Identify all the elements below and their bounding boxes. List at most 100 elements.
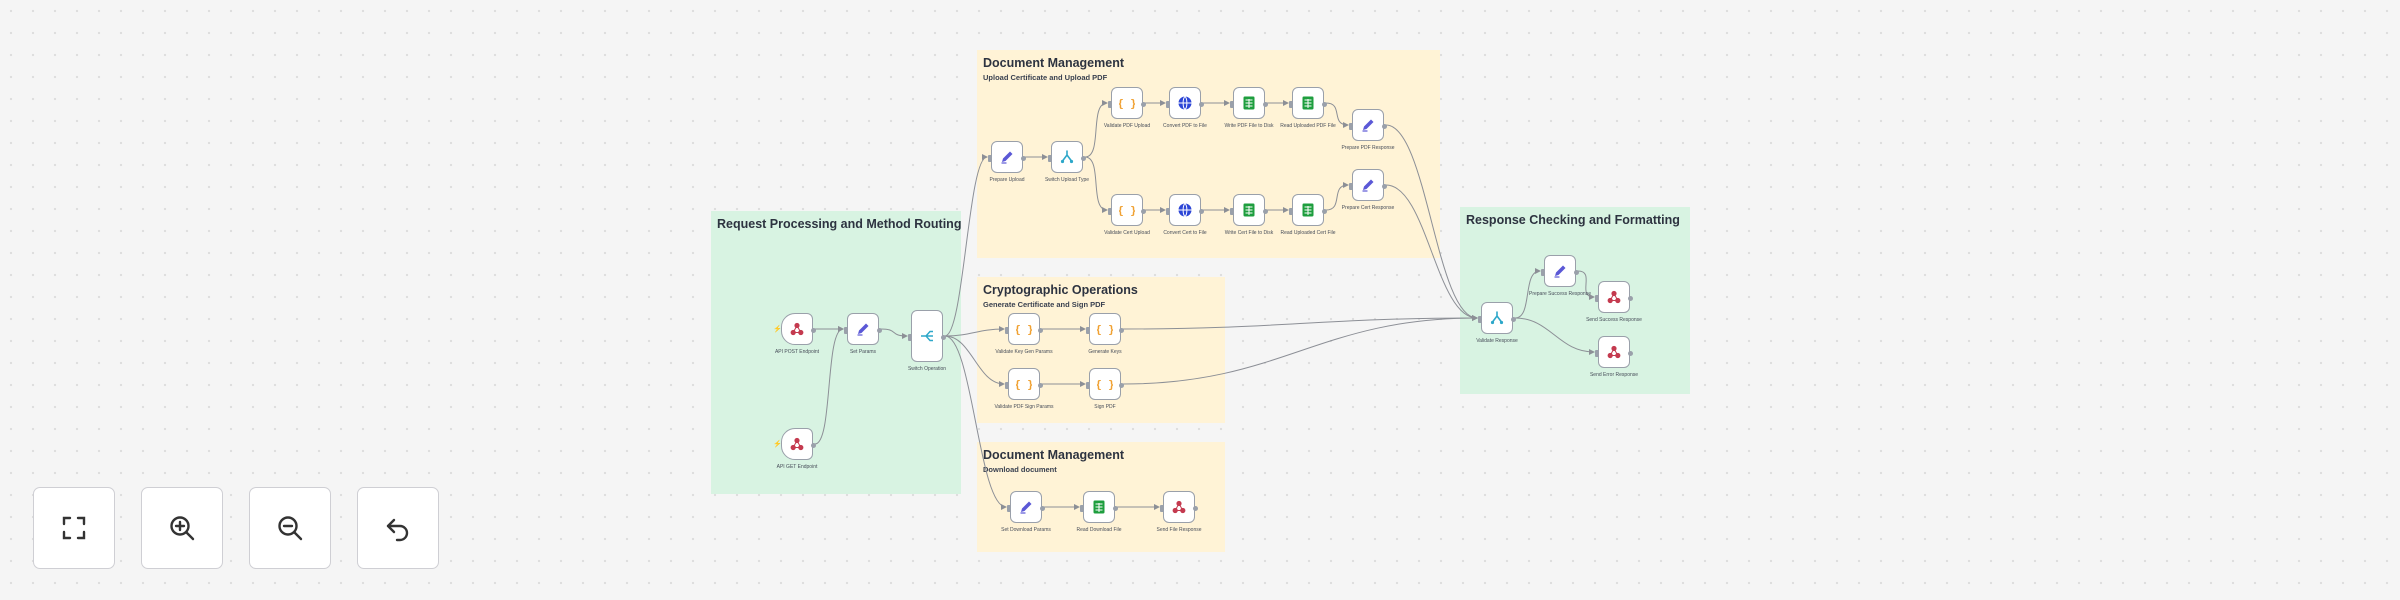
- input-port[interactable]: [1166, 100, 1170, 108]
- output-port[interactable]: [1263, 101, 1268, 107]
- input-port[interactable]: [1289, 100, 1293, 108]
- connection-switch-to-val-sign-params[interactable]: [944, 335, 1005, 387]
- output-port[interactable]: [1081, 155, 1086, 161]
- connection-read-cert-to-set-cert-resp[interactable]: [1325, 182, 1349, 211]
- node-val-sign-params[interactable]: { }: [1005, 368, 1043, 400]
- input-port[interactable]: [1007, 504, 1011, 512]
- output-port[interactable]: [1141, 208, 1146, 214]
- output-port[interactable]: [1263, 208, 1268, 214]
- input-port[interactable]: [1108, 100, 1112, 108]
- connection-switch-to-prep-upload[interactable]: [944, 154, 988, 337]
- connection-gen-keys-to-validate-resp[interactable]: [1122, 315, 1478, 330]
- output-port[interactable]: [1199, 101, 1204, 107]
- node-conv-cert[interactable]: [1166, 194, 1204, 226]
- node-resp-file[interactable]: [1160, 491, 1198, 523]
- input-port[interactable]: [1289, 207, 1293, 215]
- input-port[interactable]: [844, 326, 848, 334]
- connection-switch-to-val-key-params[interactable]: [944, 326, 1005, 337]
- node-read-dl[interactable]: [1080, 491, 1118, 523]
- output-port[interactable]: [1021, 155, 1026, 161]
- output-port[interactable]: [1628, 295, 1633, 301]
- node-set-pdf-resp[interactable]: [1349, 109, 1387, 141]
- node-sign-pdf[interactable]: { }: [1086, 368, 1124, 400]
- input-port[interactable]: [908, 333, 912, 341]
- output-port[interactable]: [1193, 505, 1198, 511]
- node-read-cert[interactable]: [1289, 194, 1327, 226]
- node-prep-upload[interactable]: [988, 141, 1026, 173]
- node-success[interactable]: [1595, 281, 1633, 313]
- connection-validate-resp-to-error[interactable]: [1514, 317, 1595, 355]
- output-port[interactable]: [1628, 350, 1633, 356]
- node-error[interactable]: [1595, 336, 1633, 368]
- node-read-pdf[interactable]: [1289, 87, 1327, 119]
- input-port[interactable]: [1005, 381, 1009, 389]
- node-switch[interactable]: [908, 310, 946, 362]
- node-write-cert[interactable]: [1230, 194, 1268, 226]
- zoom-out-button[interactable]: [249, 487, 331, 569]
- connection-sign-pdf-to-validate-resp[interactable]: [1122, 315, 1478, 385]
- output-port[interactable]: [1322, 101, 1327, 107]
- output-port[interactable]: [1322, 208, 1327, 214]
- node-val-cert-up[interactable]: { }: [1108, 194, 1146, 226]
- node-set-dl[interactable]: [1007, 491, 1045, 523]
- output-port[interactable]: [1119, 382, 1124, 388]
- node-write-pdf[interactable]: [1230, 87, 1268, 119]
- node-conv-pdf[interactable]: [1166, 87, 1204, 119]
- input-port[interactable]: [1005, 326, 1009, 334]
- connection-read-pdf-to-set-pdf-resp[interactable]: [1325, 102, 1349, 128]
- connection-switch-upload-to-val-pdf-up[interactable]: [1084, 100, 1108, 158]
- input-port[interactable]: [1230, 207, 1234, 215]
- output-port[interactable]: [1038, 327, 1043, 333]
- input-port[interactable]: [1080, 504, 1084, 512]
- input-port[interactable]: [1595, 294, 1599, 302]
- node-set-params[interactable]: [844, 313, 882, 345]
- input-port[interactable]: [1595, 349, 1599, 357]
- output-port[interactable]: [1119, 327, 1124, 333]
- node-val-key-params[interactable]: { }: [1005, 313, 1043, 345]
- output-port[interactable]: [1511, 316, 1516, 322]
- node-set-cert-resp[interactable]: [1349, 169, 1387, 201]
- node-webhook[interactable]: ⚡: [773, 313, 816, 345]
- input-port[interactable]: [1086, 326, 1090, 334]
- connection-set-cert-resp-to-validate-resp[interactable]: [1385, 184, 1478, 321]
- input-port[interactable]: [1541, 268, 1545, 276]
- undo-button[interactable]: [357, 487, 439, 569]
- output-port[interactable]: [877, 327, 882, 333]
- node-gen-keys[interactable]: { }: [1086, 313, 1124, 345]
- connection-switch-to-set-dl[interactable]: [944, 335, 1007, 510]
- output-port[interactable]: [1038, 382, 1043, 388]
- node-switch-upload[interactable]: [1048, 141, 1086, 173]
- node-val-pdf-up[interactable]: { }: [1108, 87, 1146, 119]
- input-port[interactable]: [1086, 381, 1090, 389]
- input-port[interactable]: [1048, 154, 1052, 162]
- connection-validate-resp-to-prep-success[interactable]: [1514, 268, 1541, 319]
- input-port[interactable]: [1349, 122, 1353, 130]
- connection-set-pdf-resp-to-validate-resp[interactable]: [1385, 124, 1478, 321]
- output-port[interactable]: [811, 442, 816, 448]
- input-port[interactable]: [1166, 207, 1170, 215]
- fit-view-button[interactable]: [33, 487, 115, 569]
- input-port[interactable]: [1108, 207, 1112, 215]
- connection-get-request-to-set-params[interactable]: [814, 326, 844, 445]
- input-port[interactable]: [1478, 315, 1482, 323]
- connection-prep-success-to-success[interactable]: [1577, 270, 1595, 300]
- output-port[interactable]: [1574, 269, 1579, 275]
- connection-switch-upload-to-val-cert-up[interactable]: [1084, 156, 1108, 213]
- output-port[interactable]: [811, 327, 816, 333]
- input-port[interactable]: [1230, 100, 1234, 108]
- output-port[interactable]: [1040, 505, 1045, 511]
- output-port[interactable]: [1382, 183, 1387, 189]
- input-port[interactable]: [1349, 182, 1353, 190]
- input-port[interactable]: [988, 154, 992, 162]
- input-port[interactable]: [1160, 504, 1164, 512]
- node-get-request[interactable]: ⚡: [773, 428, 816, 460]
- output-port[interactable]: [1199, 208, 1204, 214]
- output-port[interactable]: [1141, 101, 1146, 107]
- node-validate-resp[interactable]: [1478, 302, 1516, 334]
- output-port[interactable]: [1113, 505, 1118, 511]
- zoom-in-button[interactable]: [141, 487, 223, 569]
- node-prep-success[interactable]: [1541, 255, 1579, 287]
- section-response[interactable]: Response Checking and Formatting: [1460, 207, 1690, 394]
- output-port[interactable]: [941, 334, 946, 340]
